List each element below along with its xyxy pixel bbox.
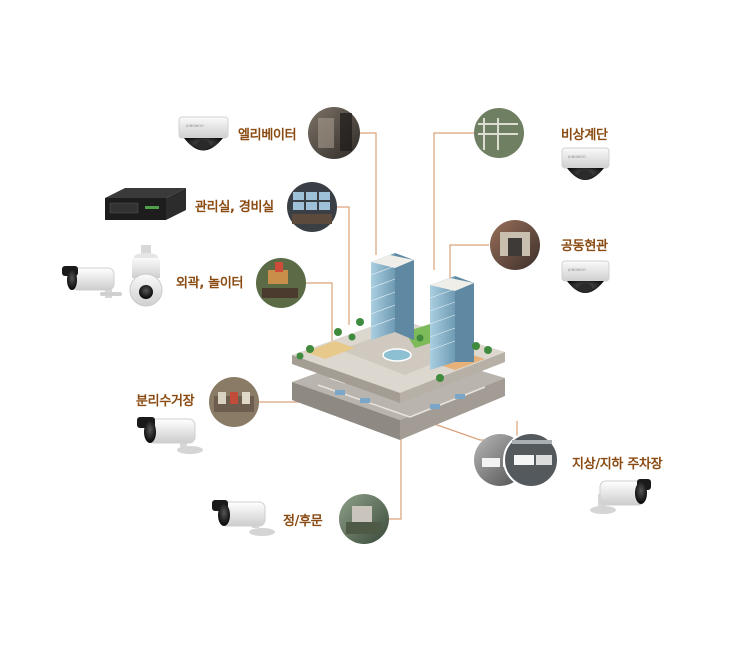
tower-right <box>429 276 474 370</box>
label-lobby: 공동현관 <box>561 239 608 254</box>
connector-lines <box>259 132 518 520</box>
nvr-recorder-icon <box>105 188 186 220</box>
label-control-room: 관리실, 경비실 <box>195 200 274 215</box>
photo-lobby <box>490 220 540 270</box>
tower-left <box>370 253 414 340</box>
svg-text:JUNGWOO: JUNGWOO <box>567 155 586 159</box>
label-playground: 외곽, 놀이터 <box>176 276 244 291</box>
photo-elevator <box>308 107 360 159</box>
photo-emergency-stairs <box>474 108 524 158</box>
dome-camera-icon: JUNGWOO <box>561 147 610 180</box>
dome-camera-icon: JUNGWOO <box>178 116 229 151</box>
connector-lobby <box>449 244 489 290</box>
bullet-camera-icon <box>62 266 122 298</box>
label-emergency-stairs: 비상계단 <box>561 128 608 143</box>
label-recycling: 분리수거장 <box>136 394 195 409</box>
label-gate: 정/후문 <box>283 514 323 529</box>
svg-text:JUNGWOO: JUNGWOO <box>185 124 204 128</box>
photo-control-room <box>287 182 337 232</box>
photo-playground <box>256 258 306 308</box>
label-elevator: 엘리베이터 <box>238 128 297 143</box>
connector-playground <box>306 282 333 350</box>
bullet-camera-icon <box>590 479 651 514</box>
connector-gate <box>389 435 402 520</box>
photo-parking-underground <box>503 432 559 488</box>
connector-emergency-stairs <box>433 132 474 270</box>
bullet-camera-icon <box>137 417 203 454</box>
svg-text:JUNGWOO: JUNGWOO <box>567 268 586 272</box>
label-parking: 지상/지하 주차장 <box>572 457 663 472</box>
dome-camera-icon: JUNGWOO <box>561 260 610 293</box>
bullet-camera-icon <box>212 500 275 536</box>
ptz-camera-icon <box>129 245 163 307</box>
connector-control-room <box>337 206 350 325</box>
photo-recycling <box>209 377 259 427</box>
photo-gate <box>339 494 389 544</box>
apartment-complex-illustration <box>292 253 505 440</box>
